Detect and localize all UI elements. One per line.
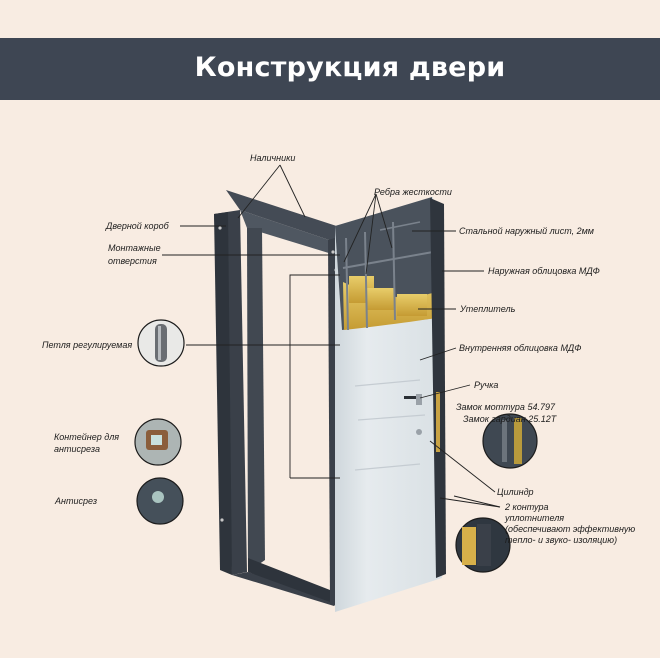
label-cilindr: Цилиндр bbox=[497, 487, 534, 497]
door-frame bbox=[214, 190, 355, 606]
anti-cut-container-inset bbox=[135, 419, 181, 465]
label-zamok-mottura: Замок моттура 54.797 bbox=[456, 402, 556, 412]
label-konteyner-2: антисреза bbox=[54, 444, 100, 454]
label-petlya: Петля регулируемая bbox=[42, 340, 132, 350]
door-leaf bbox=[335, 197, 446, 612]
label-montazh-1: Монтажные bbox=[108, 243, 161, 253]
label-nalichniki: Наличники bbox=[250, 153, 295, 163]
label-kontur-1: 2 контура bbox=[504, 502, 549, 512]
label-kontur-4: тепло- и звуко- изоляцию) bbox=[505, 535, 617, 545]
label-ruchka: Ручка bbox=[474, 380, 498, 390]
label-zamok-gardian: Замок гардиан 25.12Т bbox=[463, 414, 558, 424]
label-rebra: Ребра жесткости bbox=[374, 187, 452, 197]
label-dvernoy-korob: Дверной короб bbox=[105, 221, 170, 231]
label-naruzhnaya-mdf: Наружная облицовка МДФ bbox=[488, 266, 600, 276]
label-konteyner-1: Контейнер для bbox=[54, 432, 119, 442]
label-kontur-2: уплотнителя bbox=[504, 513, 564, 523]
label-antisrez: Антисрез bbox=[54, 496, 97, 506]
label-montazh-2: отверстия bbox=[108, 256, 157, 266]
label-uteplitel: Утеплитель bbox=[459, 304, 516, 314]
label-stalnoy-list: Стальной наружный лист, 2мм bbox=[459, 226, 594, 236]
seal-inset bbox=[456, 518, 510, 572]
hinge-inset bbox=[138, 320, 184, 366]
label-kontur-3: (обеспечивают эффективную bbox=[505, 524, 635, 534]
anti-cut-inset bbox=[137, 478, 183, 524]
label-vnutrennyaya-mdf: Внутренняя облицовка МДФ bbox=[459, 343, 581, 353]
